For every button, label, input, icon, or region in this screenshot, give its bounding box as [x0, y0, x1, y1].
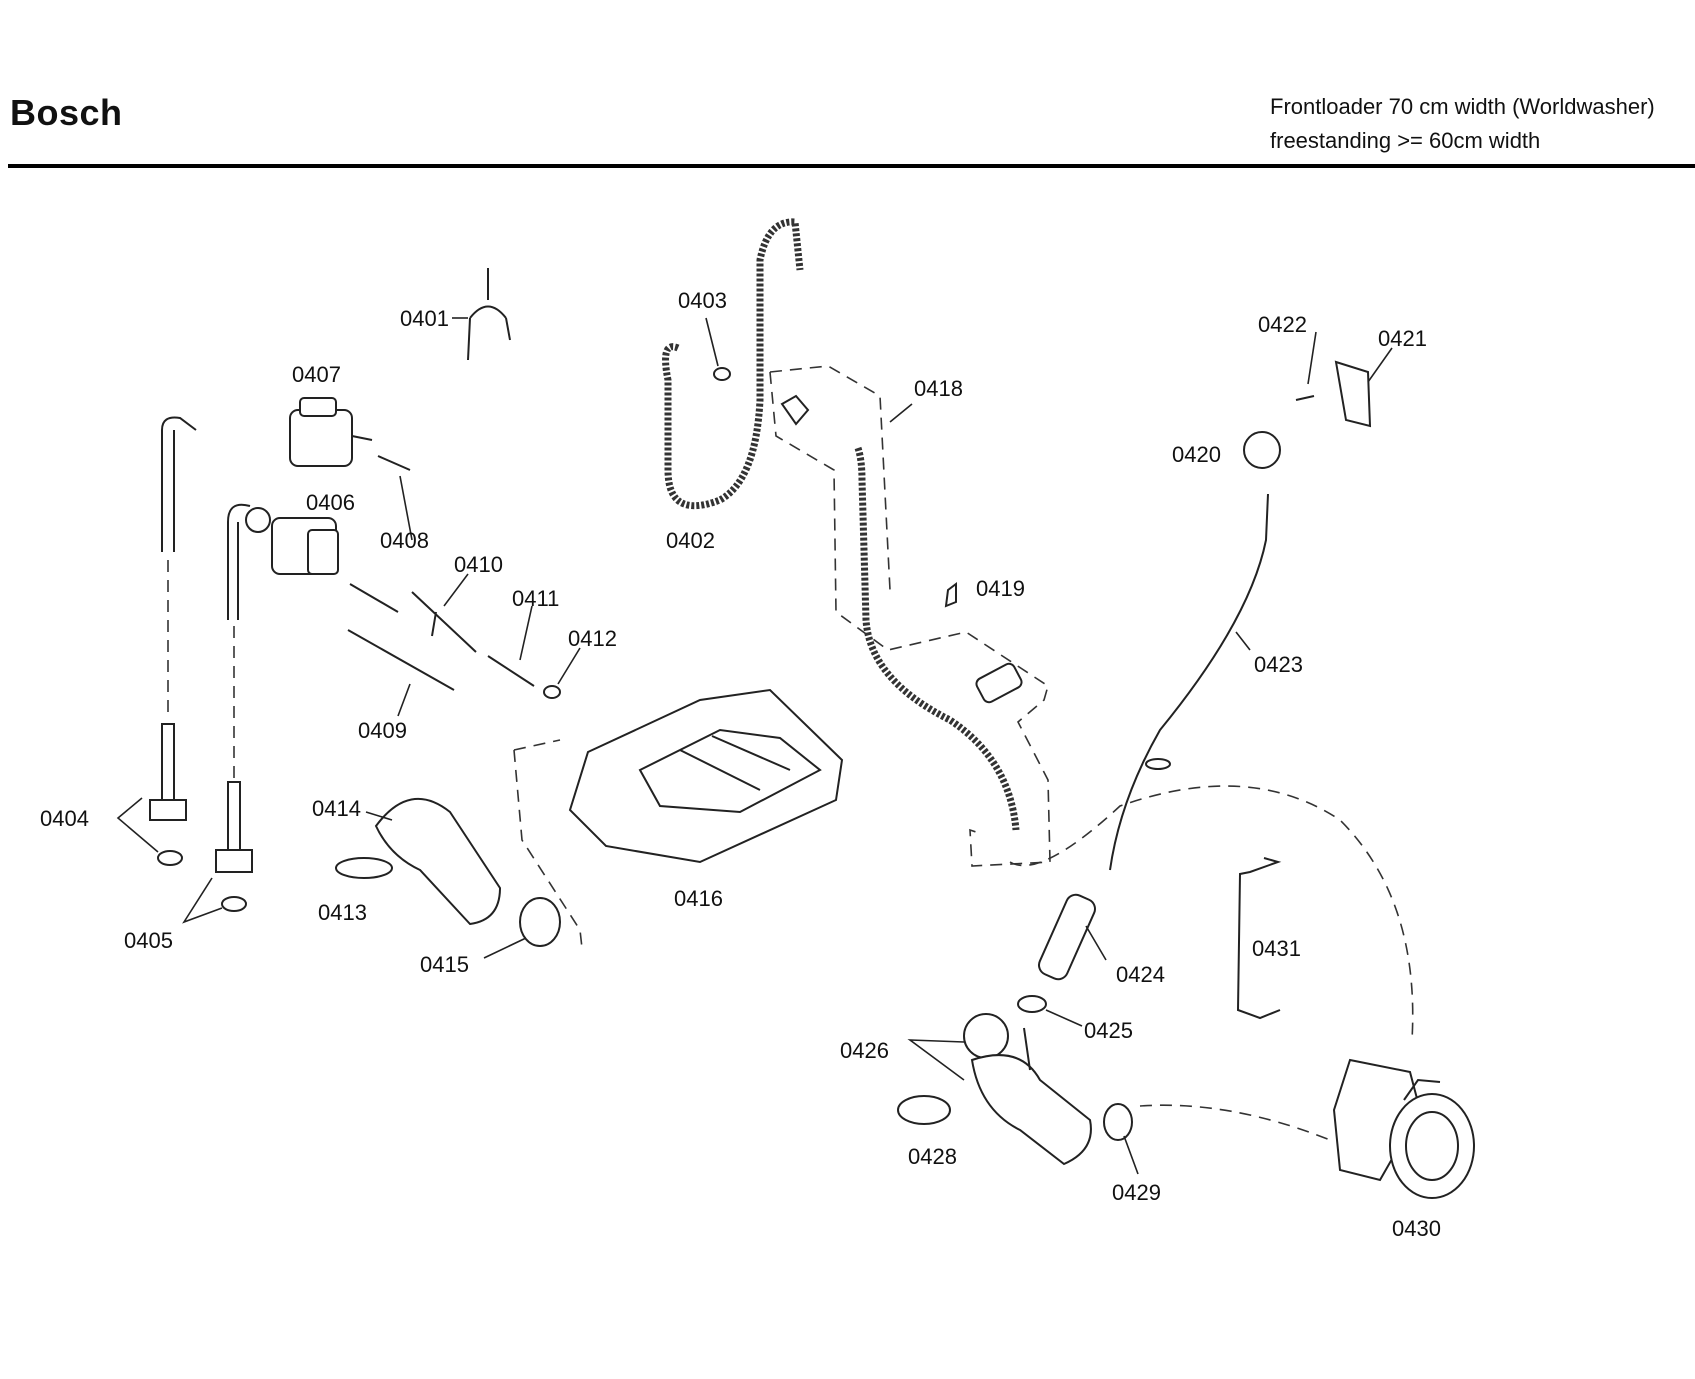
brand-name: Bosch	[10, 92, 123, 133]
leader-0421	[1367, 347, 1393, 383]
valve-0407-part	[289, 397, 373, 467]
callout-0430: 0430	[1392, 1216, 1441, 1241]
leader-0410	[443, 573, 469, 607]
hose-0402-part	[662, 218, 804, 510]
hose-assembly-0418-part	[769, 365, 1051, 867]
leader-0418	[889, 403, 913, 423]
leader-0429	[1123, 1135, 1139, 1175]
clip-0412-part	[543, 685, 561, 699]
tube-0411-part	[487, 655, 535, 687]
callout-0401: 0401	[400, 306, 449, 331]
leader-0409	[397, 683, 411, 717]
air-chamber-0424-part	[1038, 893, 1096, 981]
clamp-0428-part	[897, 1095, 951, 1125]
callout-0418: 0418	[914, 376, 963, 401]
callout-0407: 0407	[292, 362, 341, 387]
clip-0403-part	[713, 367, 731, 381]
bellows-0414-part	[374, 797, 502, 926]
inlet-hose-0405-part	[215, 503, 253, 912]
dashed-link-upper	[1009, 785, 1414, 1041]
callout-0423: 0423	[1254, 652, 1303, 677]
leader-0405	[182, 877, 223, 924]
tube-0408b-part	[349, 583, 399, 613]
callout-0408: 0408	[380, 528, 429, 553]
drain-hose-0426-part	[963, 1013, 1092, 1166]
leader-0422	[1307, 331, 1317, 385]
callout-0431: 0431	[1252, 936, 1301, 961]
callout-0428: 0428	[908, 1144, 957, 1169]
callout-0409: 0409	[358, 718, 407, 743]
leader-0403	[705, 317, 719, 367]
leader-0423	[1235, 631, 1251, 651]
tube-0423-part	[1109, 493, 1269, 871]
clamp-0413-part	[335, 857, 393, 879]
callout-0403: 0403	[678, 288, 727, 313]
cable-0431-part	[1236, 857, 1282, 1020]
callout-0411: 0411	[512, 586, 560, 611]
callout-0405: 0405	[124, 928, 173, 953]
callout-0424: 0424	[1116, 962, 1165, 987]
leader-0404	[116, 797, 159, 853]
leader-0424	[1085, 925, 1107, 961]
drain-pump-0430-part	[1332, 1058, 1475, 1199]
clip-0419-part	[944, 582, 957, 608]
tube-0409-part	[347, 629, 455, 691]
callout-0426: 0426	[840, 1038, 889, 1063]
y-connector-part	[467, 268, 511, 361]
valve-0406-part	[245, 507, 339, 575]
callout-0421: 0421	[1378, 326, 1427, 351]
clamp-0415-part	[519, 897, 561, 947]
callout-0412: 0412	[568, 626, 617, 651]
callout-0422: 0422	[1258, 312, 1307, 337]
clamp-0429-part	[1103, 1103, 1133, 1141]
callout-0410: 0410	[454, 552, 503, 577]
callout-0419: 0419	[976, 576, 1025, 601]
model-line-1: Frontloader 70 cm width (Worldwasher)	[1270, 94, 1655, 119]
screw-0422-part	[1295, 395, 1315, 401]
leader-0426	[907, 1039, 965, 1081]
dashed-link-lower	[1139, 1104, 1331, 1141]
callout-0416: 0416	[674, 886, 723, 911]
callout-0425: 0425	[1084, 1018, 1133, 1043]
callout-0420: 0420	[1172, 442, 1221, 467]
leader-0425	[1045, 1009, 1083, 1027]
dispenser-housing-0416-part	[513, 688, 844, 949]
bracket-0421-part	[1334, 360, 1372, 428]
callout-0404: 0404	[40, 806, 89, 831]
model-description: Frontloader 70 cm width (Worldwasher) fr…	[1270, 90, 1655, 158]
inlet-hose-0404-part	[149, 416, 197, 866]
model-line-2: freestanding >= 60cm width	[1270, 128, 1541, 153]
tube-0408-part	[377, 455, 411, 471]
leader-0408	[399, 475, 413, 541]
callout-0414: 0414	[312, 796, 361, 821]
callout-0429: 0429	[1112, 1180, 1161, 1205]
leader-0415	[483, 937, 527, 959]
clamp-0425-part	[1017, 995, 1047, 1013]
leader-0412	[557, 647, 581, 685]
callout-0413: 0413	[318, 900, 367, 925]
tube-0410-part	[411, 591, 477, 653]
leader-0414	[365, 811, 393, 821]
pressure-switch-0420-part	[1243, 431, 1281, 469]
callout-0406: 0406	[306, 490, 355, 515]
grommet-part	[1145, 758, 1171, 770]
callout-0415: 0415	[420, 952, 469, 977]
header-rule	[8, 164, 1695, 168]
leader-0411	[519, 605, 533, 661]
callout-0402: 0402	[666, 528, 715, 553]
